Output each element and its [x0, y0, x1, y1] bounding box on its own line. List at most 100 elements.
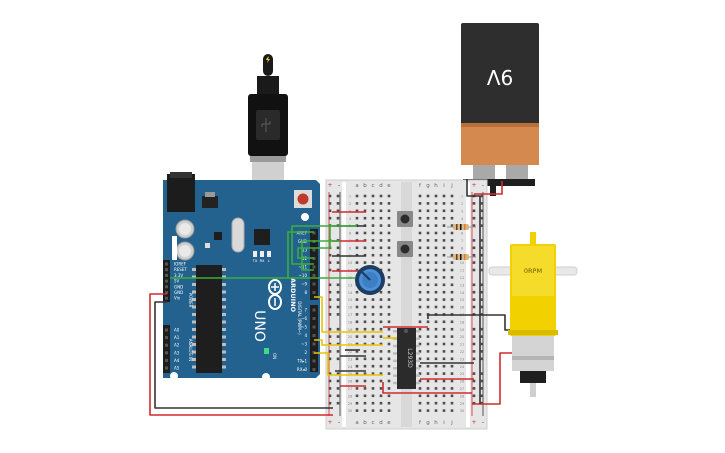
breadboard-column-letter: g: [426, 420, 430, 426]
breadboard-rail-sign: -: [482, 419, 484, 426]
pushbutton-2[interactable]: [397, 241, 413, 257]
pin-label: 8: [304, 290, 307, 295]
pin-label: A0: [174, 328, 180, 333]
pin-label: IOREF: [174, 262, 187, 267]
digital-header-label: DIGITAL (PWM~): [297, 301, 302, 335]
pin-label: Vin: [174, 296, 181, 301]
wires[interactable]: [149, 179, 512, 416]
breadboard-row-number: 28: [460, 394, 465, 398]
breadboard-column-letter: e: [387, 183, 391, 189]
breadboard-row-number: 4: [461, 217, 464, 221]
resistor-1[interactable]: [447, 224, 476, 230]
breadboard-row-number: 24: [348, 365, 353, 369]
breadboard-rail-sign: +: [471, 419, 476, 426]
pin-label: 2: [304, 350, 307, 355]
atmega-chip: [196, 265, 222, 373]
breadboard-column-letter: b: [363, 420, 367, 426]
pin-label: 7: [304, 308, 307, 313]
pin-label: ~11: [299, 265, 308, 270]
pin-label: RX◂0: [297, 367, 308, 372]
pin-label: 5V: [174, 279, 180, 284]
breadboard-row-number: 10: [348, 261, 353, 265]
breadboard-row-number: 23: [460, 357, 465, 361]
breadboard-row-number: 4: [349, 217, 352, 221]
analog-header-label: ANALOG IN: [188, 339, 193, 361]
breadboard-column-letter: j: [450, 420, 453, 426]
resistor-2[interactable]: [447, 254, 476, 260]
breadboard-row-number: 19: [460, 328, 465, 332]
pin-label: A2: [174, 343, 180, 348]
breadboard-rail-sign: -: [482, 182, 484, 189]
breadboard-row-number: 28: [348, 394, 353, 398]
pin-label: A3: [174, 350, 180, 355]
breadboard-row-number: 2: [461, 202, 463, 206]
breadboard-column-letter: f: [419, 420, 422, 426]
potentiometer[interactable]: [355, 265, 385, 295]
breadboard-column-letter: b: [363, 183, 367, 189]
breadboard-row-number: 30: [348, 409, 353, 413]
pin-label: 3.3V: [174, 273, 183, 278]
breadboard-row-number: 12: [460, 276, 465, 280]
lightning-icon: [266, 56, 270, 63]
breadboard-row-number: 27: [460, 387, 465, 391]
status-led-label: RX: [260, 259, 265, 263]
breadboard-column-letter: d: [379, 183, 383, 189]
pin-label: 13: [302, 248, 308, 253]
breadboard-rail-sign: -: [338, 182, 340, 189]
breadboard-column-letter: g: [426, 183, 430, 189]
breadboard-column-letter: h: [434, 183, 438, 189]
breadboard-column-letter: h: [434, 420, 438, 426]
pin-label: GND: [174, 284, 183, 289]
pin-label: A4: [174, 358, 180, 363]
breadboard-column-letter: c: [371, 420, 374, 426]
pin-label: ~10: [299, 273, 308, 278]
breadboard-row-number: 2: [349, 202, 351, 206]
breadboard-row-number: 22: [460, 350, 465, 354]
pin-label: A5: [174, 366, 180, 371]
reset-button[interactable]: [297, 193, 309, 205]
pin-label: A1: [174, 335, 180, 340]
breadboard-row-number: 20: [460, 335, 465, 339]
breadboard-row-number: 1: [349, 195, 351, 199]
on-led: [264, 348, 269, 354]
analog-header[interactable]: [163, 325, 170, 373]
breadboard-column-letter: d: [379, 420, 383, 426]
usb-cable[interactable]: [248, 54, 288, 186]
status-led-label: L: [268, 259, 270, 263]
breadboard-column-letter: j: [450, 183, 453, 189]
breadboard-row-number: 19: [348, 328, 353, 332]
arduino-model-label: UNO: [251, 310, 267, 342]
breadboard-row-number: 22: [348, 350, 353, 354]
breadboard-column-letter: f: [419, 183, 422, 189]
breadboard-row-number: 10: [460, 261, 465, 265]
breadboard-row-number: 21: [460, 343, 465, 347]
breadboard-row-number: 26: [348, 380, 353, 384]
dc-power-jack[interactable]: [167, 174, 195, 212]
pushbutton-1[interactable]: [397, 211, 413, 227]
breadboard-rail-sign: +: [327, 419, 332, 426]
breadboard-row-number: 3: [461, 209, 463, 213]
breadboard-row-number: 26: [460, 380, 465, 384]
pin-label: ~9: [301, 282, 307, 287]
battery-9v[interactable]: 9V: [461, 23, 539, 196]
breadboard-row-number: 8: [349, 246, 352, 250]
l293d-chip[interactable]: L293D: [393, 328, 420, 389]
breadboard-row-number: 11: [460, 269, 465, 273]
pin-label: TX▸1: [296, 359, 307, 364]
breadboard-rail-sign: +: [471, 182, 476, 189]
breadboard-row-number: 8: [461, 246, 464, 250]
breadboard-row-number: 13: [348, 283, 353, 287]
breadboard-row-number: 14: [460, 291, 465, 295]
breadboard-row-number: 6: [349, 232, 352, 236]
breadboard-row-number: 13: [460, 283, 465, 287]
pin-label: RESET: [174, 267, 187, 272]
breadboard-row-number: 23: [348, 357, 353, 361]
digital-header-bottom[interactable]: [310, 305, 318, 372]
breadboard-rail-sign: -: [338, 419, 340, 426]
dc-gear-motor[interactable]: 0RPM: [488, 232, 578, 397]
usb-symbol-icon: [261, 118, 271, 132]
breadboard-row-number: 16: [348, 306, 353, 310]
breadboard-row-number: 20: [348, 335, 353, 339]
